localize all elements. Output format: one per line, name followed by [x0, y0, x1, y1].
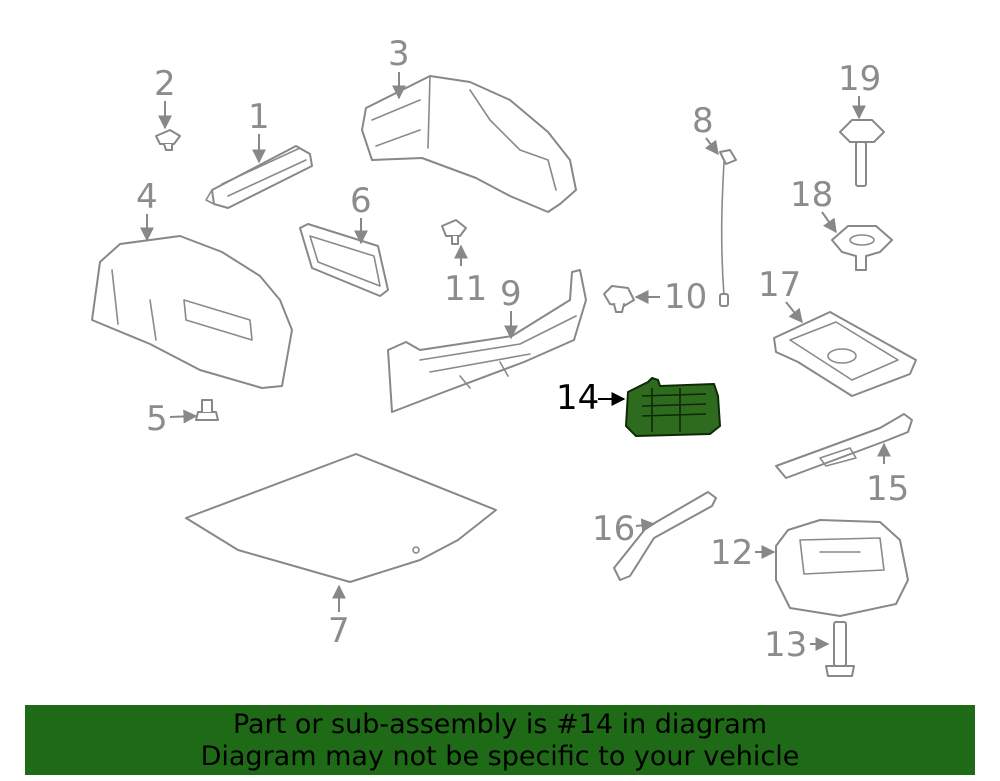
callout-9-label: 9: [500, 274, 522, 314]
part-14-jack-highlighted: [625, 377, 721, 437]
callout-9: 9: [500, 274, 522, 340]
callout-13: 13: [764, 625, 830, 665]
callout-16: 16: [592, 509, 656, 549]
callout-10-label: 10: [664, 277, 707, 317]
part-7-trunk-mat: [185, 453, 497, 583]
parts-diagram: 1 2 3 4 5 6: [91, 34, 917, 677]
callout-7: 7: [328, 584, 350, 651]
part-1-trim-strip: [205, 145, 313, 209]
callout-11-label: 11: [444, 269, 487, 309]
callout-5: 5: [146, 399, 198, 439]
banner-line-1: Part or sub-assembly is #14 in diagram: [232, 709, 768, 740]
part-18-wing-nut: [831, 225, 893, 271]
part-9-sill-plate: [387, 269, 587, 413]
part-11-clip: [441, 219, 467, 245]
part-6-cover: [299, 223, 389, 297]
part-16-lug-wrench: [613, 491, 717, 581]
part-5-push-pin: [195, 399, 219, 421]
part-8-rod: [719, 149, 737, 307]
callout-15-label: 15: [866, 469, 909, 509]
callout-16-label: 16: [592, 509, 635, 549]
callout-13-label: 13: [764, 625, 807, 665]
part-4-side-panel: [91, 235, 293, 389]
callout-12-label: 12: [710, 533, 753, 573]
callout-3: 3: [388, 34, 410, 100]
callout-8: 8: [692, 101, 719, 156]
callout-15: 15: [866, 442, 909, 509]
callout-17: 17: [758, 265, 803, 324]
callout-19: 19: [838, 59, 881, 120]
callout-14: 14: [556, 378, 626, 418]
part-13-bolt: [825, 621, 855, 677]
callout-10: 10: [634, 277, 707, 317]
callout-7-label: 7: [328, 611, 350, 651]
callout-3-label: 3: [388, 34, 410, 74]
callout-1-label: 1: [248, 97, 270, 137]
part-3-side-trim: [361, 75, 577, 213]
callout-5-label: 5: [146, 399, 168, 439]
callout-6: 6: [350, 181, 372, 245]
part-2-clip: [155, 129, 181, 151]
part-10-clip: [603, 285, 635, 313]
callout-12: 12: [710, 533, 776, 573]
callout-4: 4: [136, 177, 158, 242]
info-banner: Part or sub-assembly is #14 in diagram D…: [25, 705, 975, 775]
callout-8-label: 8: [692, 101, 714, 141]
callout-19-label: 19: [838, 59, 881, 99]
callout-1: 1: [248, 97, 270, 164]
callout-18: 18: [790, 175, 837, 234]
banner-line-2: Diagram may not be specific to your vehi…: [200, 741, 800, 772]
callout-11: 11: [444, 244, 487, 309]
part-15-wrench: [775, 413, 913, 479]
callout-18-label: 18: [790, 175, 833, 215]
callout-14-label: 14: [556, 378, 599, 418]
part-19-hold-down: [839, 119, 885, 187]
callout-4-label: 4: [136, 177, 158, 217]
callout-2-label: 2: [154, 64, 176, 104]
callout-6-label: 6: [350, 181, 372, 221]
part-17-jack-tray: [773, 311, 917, 397]
callout-17-label: 17: [758, 265, 801, 305]
callout-2: 2: [154, 64, 176, 130]
part-12-foam-tray: [775, 519, 909, 617]
